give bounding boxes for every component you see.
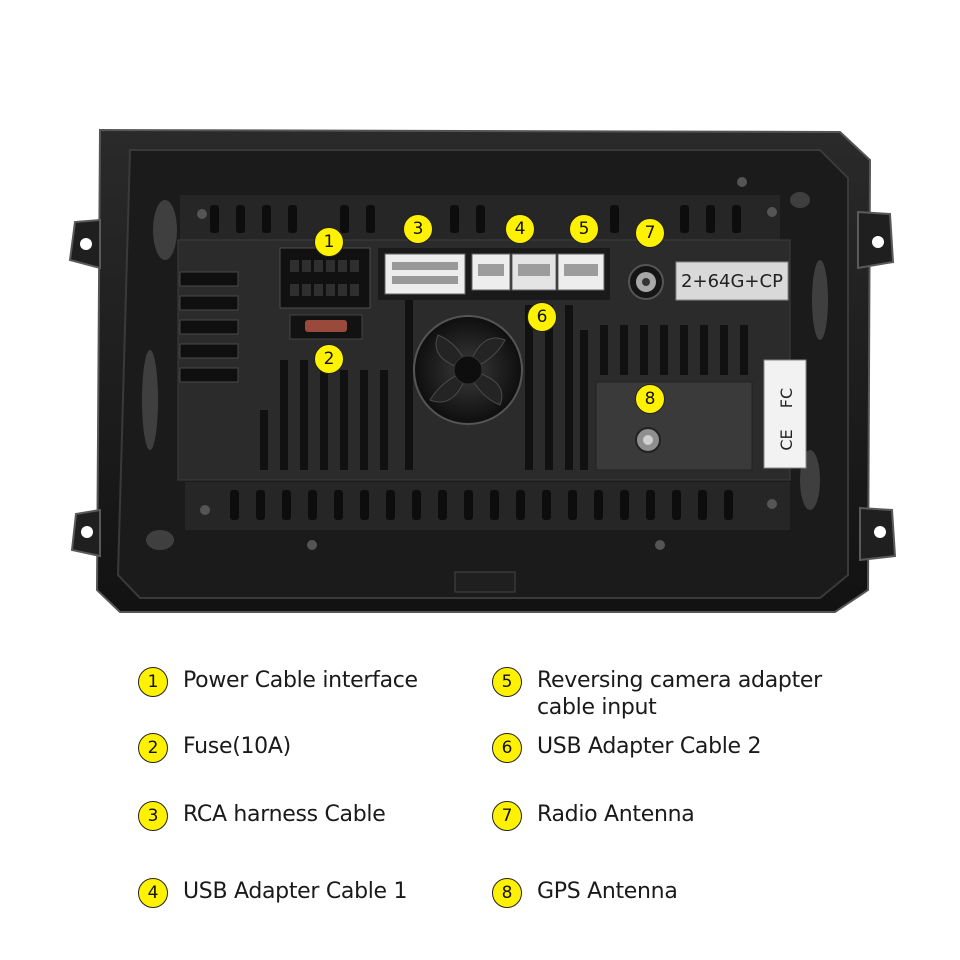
radio-antenna-jack <box>628 264 664 300</box>
gps-antenna-port <box>635 427 661 453</box>
spec-sticker-text: 2+64G+CP <box>681 271 783 292</box>
legend-label-6: USB Adapter Cable 2 <box>537 734 762 759</box>
callout-7: 7 <box>635 218 665 248</box>
legend-item-6: 6 USB Adapter Cable 2 <box>492 733 761 763</box>
callout-6: 6 <box>527 302 557 332</box>
cooling-fan <box>413 315 523 425</box>
legend-item-7: 7 Radio Antenna <box>492 801 695 831</box>
fuse <box>289 314 363 340</box>
legend-badge-7: 7 <box>492 801 522 831</box>
legend-item-1: 1 Power Cable interface <box>138 667 418 697</box>
legend-label-1: Power Cable interface <box>183 668 418 693</box>
gps-plate <box>595 381 753 471</box>
power-connector <box>279 247 371 309</box>
mounting-tabs <box>68 210 897 562</box>
legend-badge-4: 4 <box>138 878 168 908</box>
callout-3: 3 <box>403 214 433 244</box>
legend-label-5: Reversing camera adapter cable input <box>537 668 822 720</box>
rca-connector <box>384 253 466 295</box>
connector-block <box>378 248 610 300</box>
frame-wear <box>142 192 828 550</box>
callout-1: 1 <box>314 227 344 257</box>
legend-label-4: USB Adapter Cable 1 <box>183 879 408 904</box>
legend-badge-5: 5 <box>492 667 522 697</box>
legend-label-8: GPS Antenna <box>537 879 678 904</box>
legend-item-5: 5 Reversing camera adapter cable input <box>492 667 822 721</box>
fcc-mark: FC <box>777 388 796 408</box>
legend-item-3: 3 RCA harness Cable <box>138 801 386 831</box>
top-ribs <box>180 177 780 240</box>
legend-label-2: Fuse(10A) <box>183 734 291 759</box>
legend-item-4: 4 USB Adapter Cable 1 <box>138 878 407 908</box>
spec-sticker: 2+64G+CP <box>675 261 789 301</box>
bottom-ribs <box>185 482 790 593</box>
legend-badge-3: 3 <box>138 801 168 831</box>
cert-label: FC CE <box>763 359 807 469</box>
ce-mark: CE <box>777 429 796 450</box>
callout-8: 8 <box>635 384 665 414</box>
legend-label-3: RCA harness Cable <box>183 802 386 827</box>
callout-4: 4 <box>505 214 535 244</box>
legend-item-8: 8 GPS Antenna <box>492 878 678 908</box>
legend-badge-1: 1 <box>138 667 168 697</box>
callout-5: 5 <box>569 214 599 244</box>
legend-badge-2: 2 <box>138 733 168 763</box>
device-rear-photo: 2+64G+CP FC CE <box>68 128 897 613</box>
legend-badge-8: 8 <box>492 878 522 908</box>
legend-badge-6: 6 <box>492 733 522 763</box>
legend-label-7: Radio Antenna <box>537 802 695 827</box>
callout-2: 2 <box>314 344 344 374</box>
legend-item-2: 2 Fuse(10A) <box>138 733 291 763</box>
